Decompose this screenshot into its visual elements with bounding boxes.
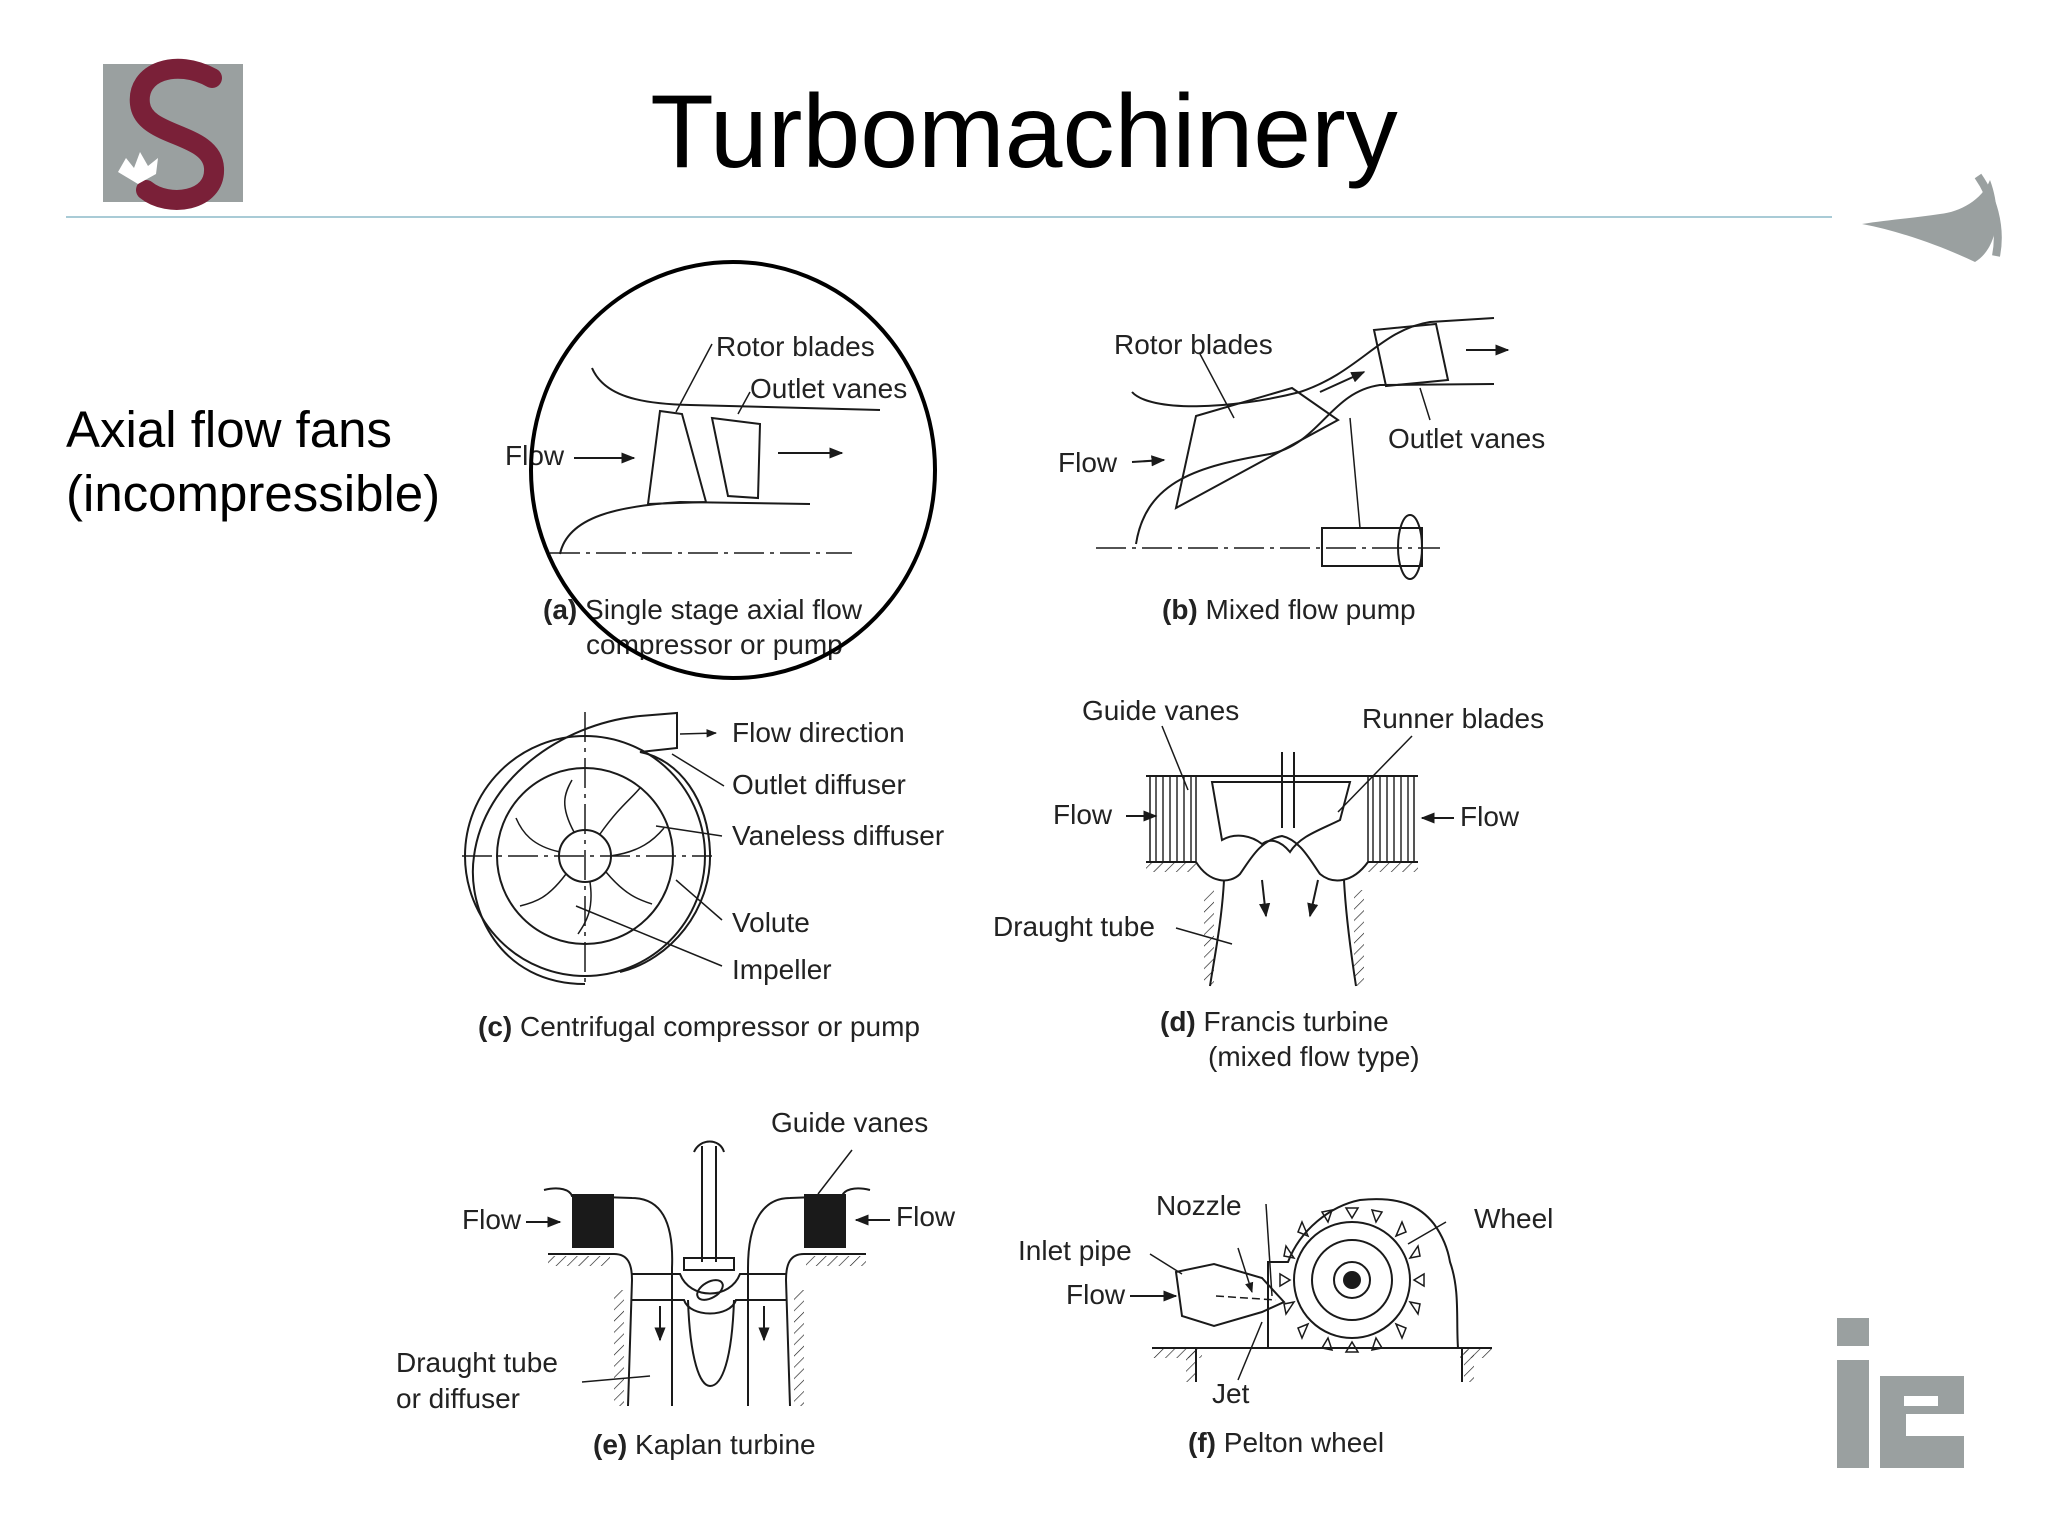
caption-e-tag: (e) <box>593 1429 627 1460</box>
caption-e-text: Kaplan turbine <box>635 1429 816 1460</box>
page-title: Turbomachinery <box>650 74 1398 190</box>
svg-text:(c) Centrifugal compressor or: (c) Centrifugal compressor or pump <box>478 1011 920 1042</box>
caption-a-tag: (a) <box>543 594 577 625</box>
panel-e-kaplan-turbine: Guide vanes Flow Flow Draught tube or di… <box>396 1107 956 1460</box>
caption-b-text: Mixed flow pump <box>1206 594 1416 625</box>
label-flow: Flow <box>505 440 565 471</box>
subtitle-line-2: (incompressible) <box>66 465 441 522</box>
label-rotor-blades: Rotor blades <box>1114 329 1273 360</box>
label-flow-right: Flow <box>1460 801 1520 832</box>
svg-text:(e) Kaplan turbine: (e) Kaplan turbine <box>593 1429 816 1460</box>
caption-f-tag: (f) <box>1188 1427 1216 1458</box>
caption-a-line2: compressor or pump <box>586 629 843 660</box>
caption-d-tag: (d) <box>1160 1006 1196 1037</box>
label-wheel: Wheel <box>1474 1203 1553 1234</box>
panel-a-axial-compressor: Rotor blades Outlet vanes Flow (a) Singl… <box>505 260 937 680</box>
label-nozzle: Nozzle <box>1156 1190 1242 1221</box>
label-outlet-diffuser: Outlet diffuser <box>732 769 906 800</box>
header-divider <box>66 216 1832 218</box>
caption-d-line2: (mixed flow type) <box>1208 1041 1420 1072</box>
label-volute: Volute <box>732 907 810 938</box>
label-guide-vanes: Guide vanes <box>1082 695 1239 726</box>
panel-c-centrifugal: Flow direction Outlet diffuser Vaneless … <box>462 711 944 1042</box>
leaf-swoosh-logo <box>1862 173 2002 262</box>
label-rotor-blades: Rotor blades <box>716 331 875 362</box>
label-draught-tube: Draught tube <box>993 911 1155 942</box>
label-flow: Flow <box>1066 1279 1126 1310</box>
label-flow-left: Flow <box>1053 799 1113 830</box>
outlet-vanes-leader <box>737 391 751 415</box>
label-draught-line1: Draught tube <box>396 1347 558 1378</box>
subtitle-line-1: Axial flow fans <box>66 401 392 458</box>
slide-subtitle: Axial flow fans (incompressible) <box>66 398 440 526</box>
caption-c-tag: (c) <box>478 1011 512 1042</box>
svg-text:(f) Pelton wheel: (f) Pelton wheel <box>1188 1427 1384 1458</box>
label-outlet-vanes: Outlet vanes <box>750 373 907 404</box>
label-vaneless-diffuser: Vaneless diffuser <box>732 820 944 851</box>
label-inlet-pipe: Inlet pipe <box>1018 1235 1132 1266</box>
label-flow-left: Flow <box>462 1204 522 1235</box>
panel-b-mixed-flow-pump: Rotor blades Outlet vanes Flow (b) Mixed… <box>1058 317 1545 625</box>
stellenbosch-s-logo <box>103 58 243 210</box>
caption-c-text: Centrifugal compressor or pump <box>520 1011 920 1042</box>
ie-logo <box>1837 1318 1964 1468</box>
label-outlet-vanes: Outlet vanes <box>1388 423 1545 454</box>
label-runner-blades: Runner blades <box>1362 703 1544 734</box>
label-flow: Flow <box>1058 447 1118 478</box>
label-guide-vanes: Guide vanes <box>771 1107 928 1138</box>
label-impeller: Impeller <box>732 954 832 985</box>
label-flow-right: Flow <box>896 1201 956 1232</box>
label-jet: Jet <box>1212 1378 1250 1409</box>
caption-b-tag: (b) <box>1162 594 1198 625</box>
svg-text:(d) Francis turbine: (d) Francis turbine <box>1160 1006 1389 1037</box>
panel-f-pelton-wheel: Nozzle Wheel Inlet pipe Flow Jet (f) Pel… <box>1018 1190 1553 1458</box>
caption-f-text: Pelton wheel <box>1224 1427 1384 1458</box>
pelton-buckets <box>1279 1207 1425 1353</box>
svg-text:(b) Mixed flow pump: (b) Mixed flow pump <box>1162 594 1416 625</box>
label-flow-direction: Flow direction <box>732 717 905 748</box>
highlight-circle <box>529 260 937 680</box>
caption-d-line1: Francis turbine <box>1204 1006 1389 1037</box>
rotor-blades-leader <box>675 343 713 413</box>
panel-d-francis-turbine: Guide vanes Runner blades Flow Flow Drau… <box>993 695 1544 1072</box>
caption-a-line1: Single stage axial flow <box>585 594 863 625</box>
svg-text:(a) Single stage axial flow: (a) Single stage axial flow <box>543 594 863 625</box>
label-draught-line2: or diffuser <box>396 1383 520 1414</box>
